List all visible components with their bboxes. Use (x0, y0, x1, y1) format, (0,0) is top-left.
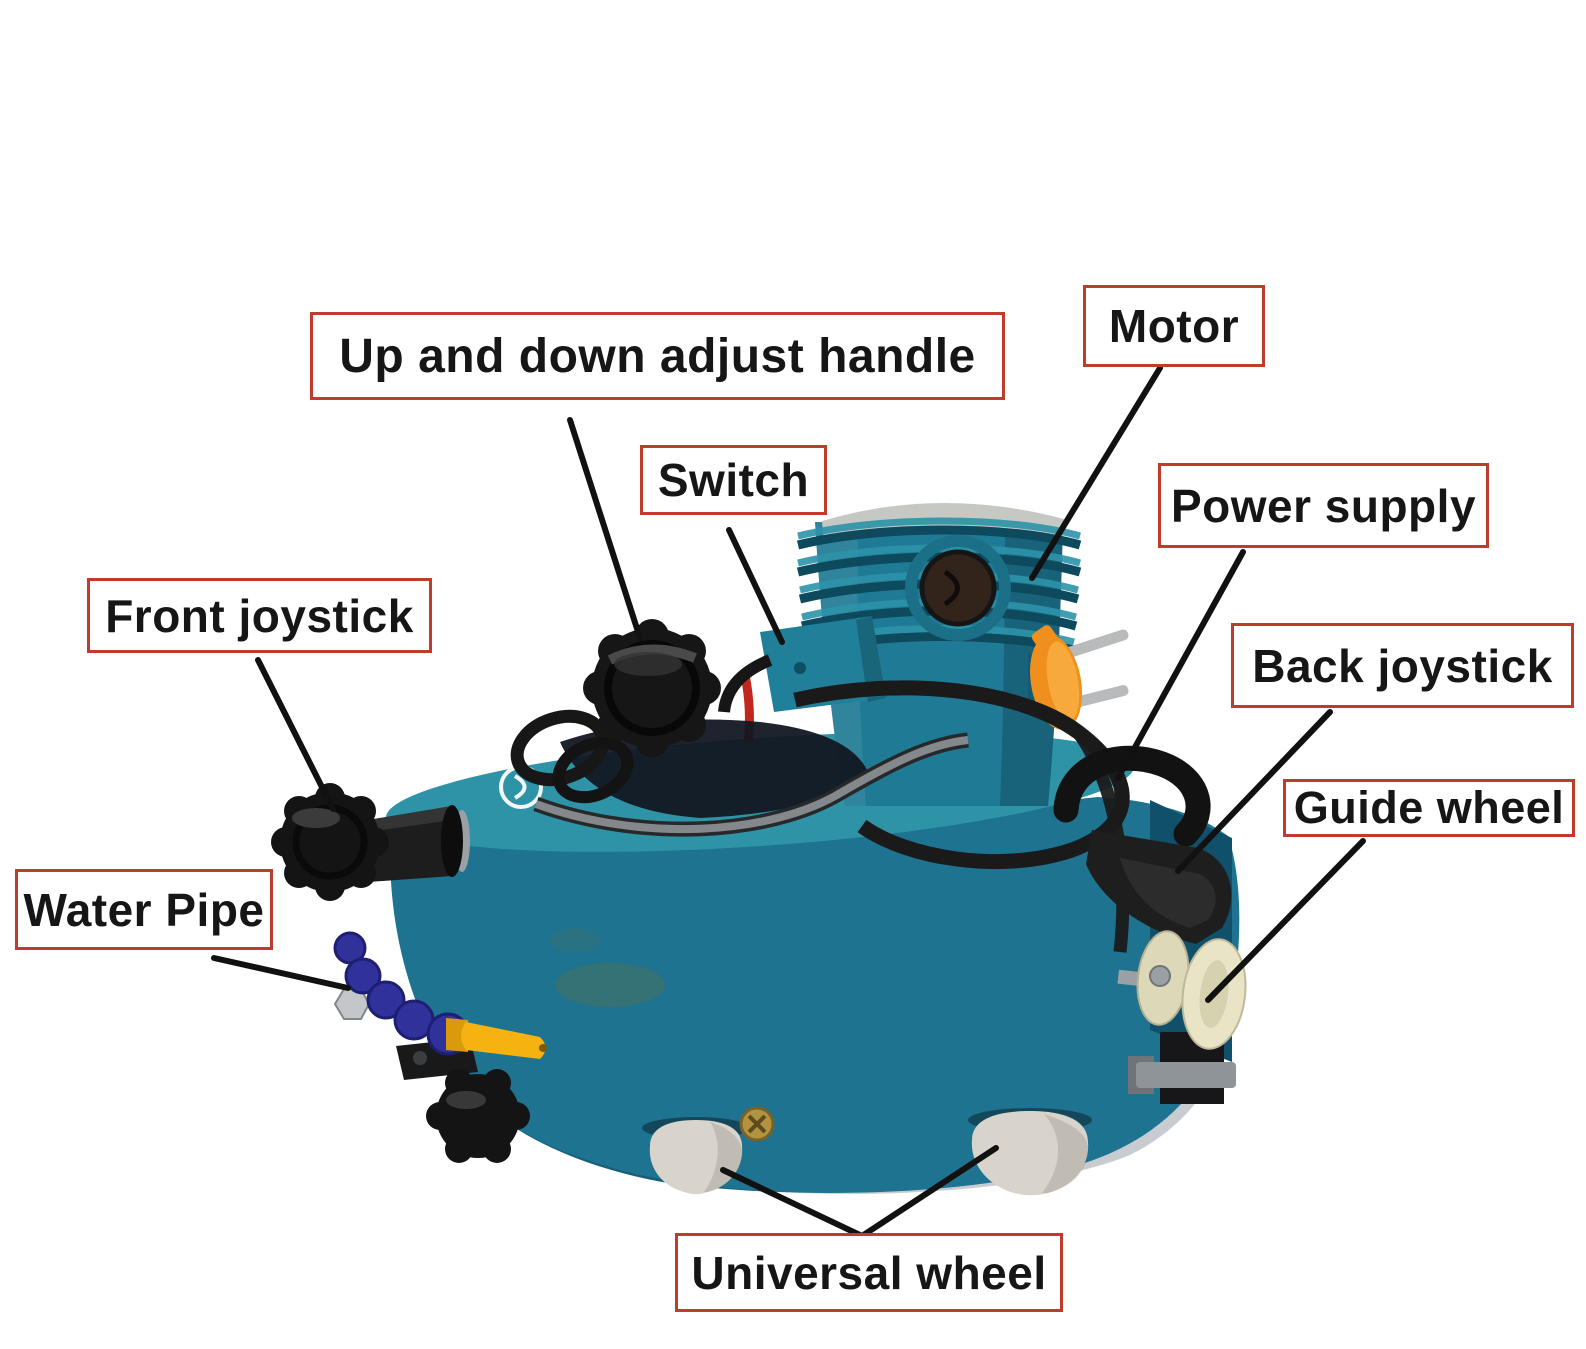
motor-leader-line (1029, 365, 1163, 581)
water-pipe-part (333, 931, 547, 1163)
water-pipe-leader-line (211, 955, 351, 991)
cables-part (510, 654, 1130, 953)
label-up-down-adjust-handle: Up and down adjust handle (310, 312, 1005, 400)
label-guide-wheel: Guide wheel (1283, 779, 1575, 837)
adjust-handle-part (560, 619, 868, 818)
label-back-joystick: Back joystick (1231, 623, 1574, 708)
label-motor: Motor (1083, 285, 1265, 367)
label-universal-wheel: Universal wheel (675, 1233, 1063, 1312)
universal-wheels-part (642, 1106, 1092, 1196)
front-joystick-leader-line (255, 657, 336, 812)
screw-icon (739, 1106, 775, 1142)
power-supply-leader-line (1115, 549, 1246, 781)
switch-leader-line (726, 527, 785, 645)
guide-wheel-leader-line (1205, 838, 1366, 1003)
handle-leader-line (567, 417, 643, 641)
brush-cap-icon (905, 535, 1011, 641)
label-power-supply: Power supply (1158, 463, 1489, 548)
water-valve-knob-icon (426, 1069, 530, 1163)
label-front-joystick: Front joystick (87, 578, 432, 653)
label-water-pipe: Water Pipe (15, 869, 273, 950)
back-joystick-leader-line (1175, 709, 1333, 874)
label-switch: Switch (640, 445, 827, 515)
front-joystick-part (271, 783, 470, 901)
